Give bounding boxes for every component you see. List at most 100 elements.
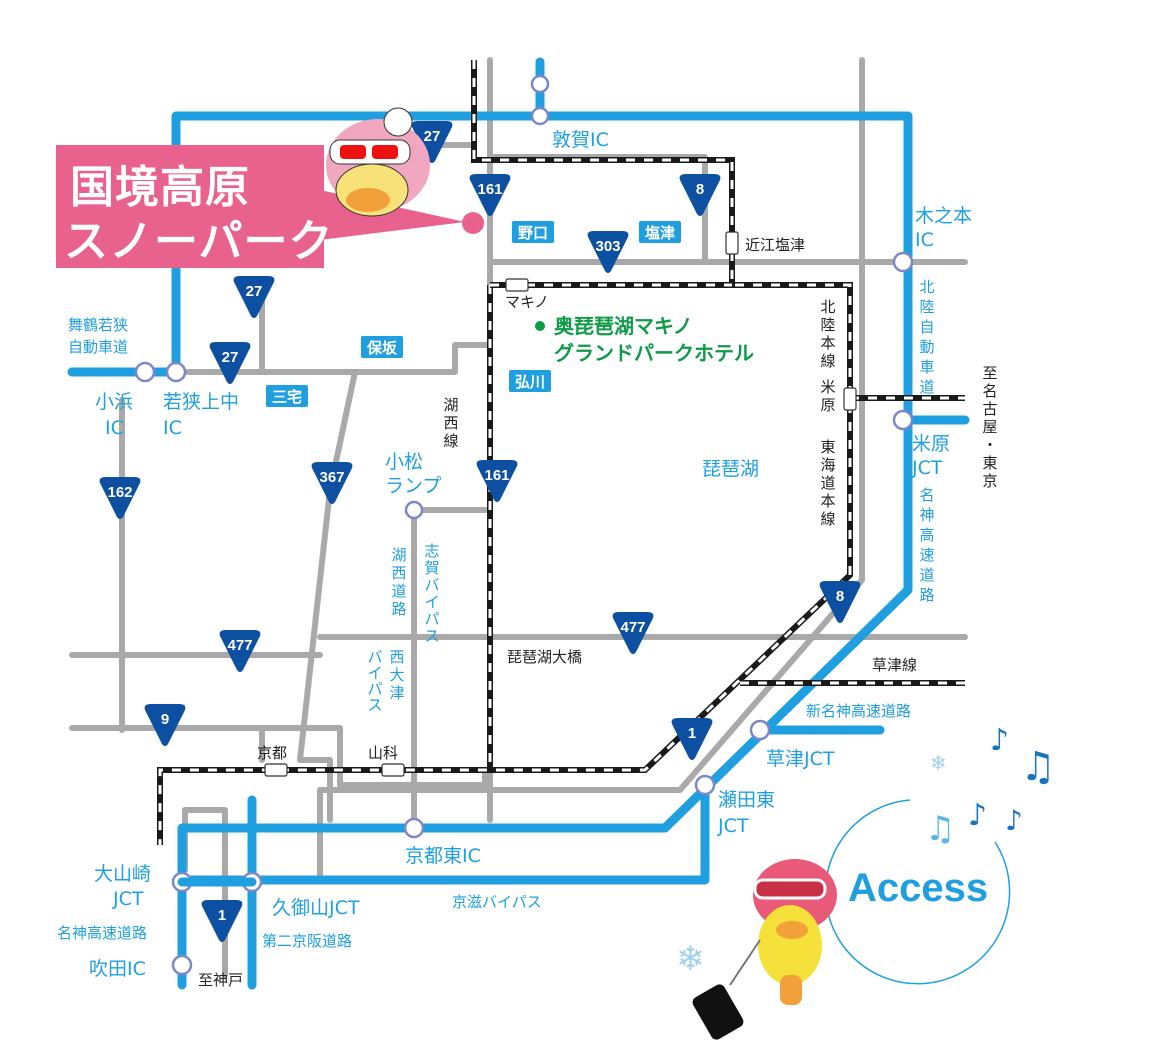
mascot-bottom-icon [692, 859, 837, 1040]
svg-text:塩津: 塩津 [645, 224, 675, 242]
label-maizuru-2: 自動車道 [68, 338, 128, 356]
music-note-icon: ♪ [968, 798, 987, 833]
shield-number: 303 [595, 238, 620, 255]
mascot-top-icon [326, 107, 430, 217]
road-wakasa-east [185, 342, 491, 375]
label-komatsu-2: ランプ [385, 475, 441, 497]
label-kyotohigashi-ic: 京都東IC [405, 845, 481, 867]
road-9 [69, 725, 488, 788]
svg-text:速: 速 [919, 546, 934, 564]
label-suita-ic: 吹田IC [89, 958, 146, 980]
svg-text:自: 自 [919, 318, 934, 336]
svg-text:本: 本 [820, 334, 835, 352]
svg-text:北: 北 [919, 278, 934, 296]
svg-text:・: ・ [982, 436, 997, 454]
svg-text:京: 京 [982, 472, 997, 490]
interchanges[interactable] [134, 74, 914, 976]
access-circle [824, 799, 1011, 985]
route-shield-161: 161 [476, 460, 518, 502]
label-meishin-east: 名神高速道路 [919, 486, 934, 604]
svg-text:道: 道 [919, 378, 934, 396]
label-kumiyama-jct: 久御山JCT [272, 897, 360, 919]
svg-text:三宅: 三宅 [272, 388, 302, 406]
title-line-1: 国境高原 [70, 162, 250, 213]
svg-text:線: 線 [443, 432, 458, 450]
svg-text:道: 道 [820, 474, 835, 492]
svg-text:米: 米 [820, 378, 835, 396]
svg-text:原: 原 [820, 396, 835, 414]
label-obama-1: 小浜 [95, 391, 133, 413]
station-kyoto [264, 763, 288, 777]
label-lake: 琵琶湖 [702, 458, 759, 480]
ic-komatsu [404, 500, 424, 520]
svg-text:動: 動 [919, 338, 934, 356]
ic-obama [134, 361, 156, 383]
station-makino [505, 278, 529, 292]
svg-text:車: 車 [919, 358, 934, 376]
label-nishi-otsu-2: バイパス [367, 648, 382, 714]
route-shield-303: 303 [587, 231, 629, 273]
shield-number: 1 [218, 907, 226, 924]
shield-number: 27 [424, 128, 441, 145]
station-yamashina [381, 763, 405, 777]
route-shield-1: 1 [201, 900, 243, 942]
svg-text:本: 本 [820, 492, 835, 510]
svg-text:湖: 湖 [443, 396, 458, 414]
ic-kyotohigashi [403, 817, 425, 839]
title-banner: 国境高原 スノーパーク [56, 145, 333, 268]
svg-text:道: 道 [391, 582, 406, 600]
snowflake-icon: ❄ [676, 939, 705, 979]
decorations: ❄ ❄ ♪ ♫ ♫ ♪ ♪ [676, 723, 1056, 985]
hotel-marker-icon[interactable] [535, 321, 545, 331]
route-shield-161: 161 [469, 174, 511, 216]
music-note-icon: ♫ [1020, 744, 1056, 790]
label-tsuruga-ic: 敦賀IC [552, 129, 609, 151]
ic-kusatsu [749, 719, 771, 741]
road-8-east [317, 57, 865, 883]
shield-number: 8 [836, 588, 844, 605]
svg-text:名: 名 [982, 382, 997, 400]
music-note-icon: ♪ [1005, 804, 1023, 837]
place-tag: 保坂 [361, 336, 403, 358]
svg-text:西: 西 [389, 648, 404, 666]
ic-setahigashi [694, 774, 716, 796]
railways [157, 60, 965, 845]
svg-text:屋: 屋 [982, 418, 997, 436]
ic-tsuruga [530, 106, 550, 126]
label-omi-shiotsu: 近江塩津 [745, 236, 805, 254]
shield-number: 161 [484, 467, 509, 484]
shield-number: 162 [107, 484, 132, 501]
shield-number: 161 [477, 181, 502, 198]
station-maibara [843, 387, 857, 411]
snow-park-marker[interactable] [462, 212, 484, 234]
svg-text:海: 海 [820, 456, 835, 474]
label-nishi-otsu-1: 西大津 [389, 648, 404, 702]
svg-text:大: 大 [389, 666, 404, 684]
ic-maibara [892, 409, 914, 431]
svg-text:パ: パ [367, 680, 382, 698]
shield-number: 9 [161, 711, 169, 728]
ic-kinomoto [892, 251, 914, 273]
label-kyoto: 京都 [257, 744, 287, 762]
label-oyamazaki-1: 大山崎 [94, 863, 151, 885]
shield-number: 367 [319, 469, 344, 486]
svg-text:高: 高 [919, 526, 934, 544]
label-meishin-west: 名神高速道路 [57, 924, 147, 942]
route-shield-27: 27 [233, 276, 275, 318]
route-shield-1: 1 [671, 718, 713, 760]
title-line-2: スノーパーク [64, 216, 334, 267]
svg-text:至: 至 [982, 364, 997, 382]
label-kinomoto-2: IC [915, 229, 934, 251]
svg-text:志: 志 [424, 542, 439, 560]
place-tag: 三宅 [266, 385, 308, 407]
svg-text:路: 路 [391, 600, 406, 618]
svg-text:東: 東 [820, 438, 835, 456]
label-makino: マキノ [505, 293, 549, 311]
label-wakasa-2: IC [163, 417, 182, 439]
shield-number: 1 [688, 725, 696, 742]
label-maibara-2: JCT [911, 457, 943, 479]
expressway-keiji [177, 780, 710, 885]
